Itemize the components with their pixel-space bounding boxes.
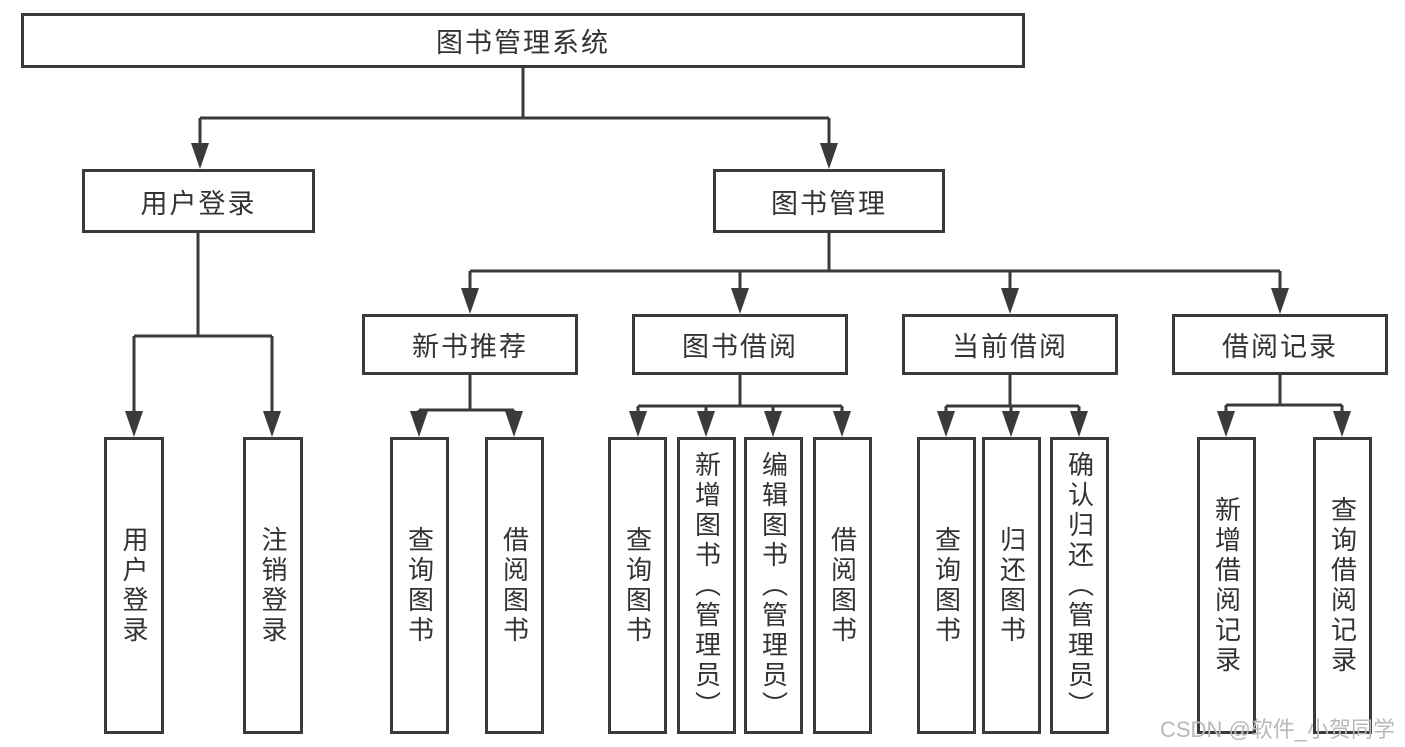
leaf-borrowing-edit-book-admin: 编辑图书（管理员）	[744, 437, 803, 734]
node-new-book-recommend-label: 新书推荐	[412, 332, 528, 362]
node-current-borrowing: 当前借阅	[902, 314, 1118, 375]
node-root-system-label: 图书管理系统	[436, 28, 610, 58]
leaf-records-add-record-label: 新增借阅记录	[1211, 495, 1242, 676]
node-borrowing-records-label: 借阅记录	[1222, 332, 1338, 362]
node-book-management-label: 图书管理	[771, 188, 887, 219]
leaf-borrowing-edit-book-admin-label: 编辑图书（管理员）	[758, 450, 789, 721]
node-user-login: 用户登录	[82, 169, 315, 233]
node-root-system: 图书管理系统	[21, 13, 1025, 68]
node-user-login-label: 用户登录	[140, 188, 257, 219]
leaf-user-login-label: 用户登录	[119, 525, 149, 646]
csdn-watermark: CSDN @软件_小贺同学	[1160, 717, 1396, 742]
leaf-borrowing-query-book: 查询图书	[608, 437, 667, 734]
leaf-borrowing-add-book-admin: 新增图书（管理员）	[677, 437, 736, 734]
leaf-current-query-book-label: 查询图书	[931, 525, 962, 646]
node-current-borrowing-label: 当前借阅	[952, 332, 1068, 362]
leaf-borrowing-borrow-book: 借阅图书	[813, 437, 872, 734]
leaf-recommend-borrow-book-label: 借阅图书	[499, 525, 530, 646]
leaf-logout-label: 注销登录	[258, 525, 288, 646]
node-book-borrowing-label: 图书借阅	[682, 332, 798, 362]
leaf-current-confirm-return-admin-label: 确认归还（管理员）	[1064, 450, 1095, 721]
leaf-current-query-book: 查询图书	[917, 437, 976, 734]
node-book-management: 图书管理	[713, 169, 945, 233]
leaf-logout: 注销登录	[243, 437, 303, 734]
leaf-borrowing-add-book-admin-label: 新增图书（管理员）	[691, 450, 722, 721]
leaf-records-query-record-label: 查询借阅记录	[1327, 495, 1358, 676]
node-book-borrowing: 图书借阅	[632, 314, 848, 375]
leaf-current-return-book-label: 归还图书	[996, 525, 1027, 646]
leaf-recommend-query-book-label: 查询图书	[404, 525, 435, 646]
leaf-current-confirm-return-admin: 确认归还（管理员）	[1050, 437, 1109, 734]
leaf-current-return-book: 归还图书	[982, 437, 1041, 734]
node-new-book-recommend: 新书推荐	[362, 314, 578, 375]
leaf-records-query-record: 查询借阅记录	[1313, 437, 1372, 734]
leaf-recommend-query-book: 查询图书	[390, 437, 449, 734]
leaf-borrowing-borrow-book-label: 借阅图书	[827, 525, 858, 646]
node-borrowing-records: 借阅记录	[1172, 314, 1388, 375]
leaf-borrowing-query-book-label: 查询图书	[622, 525, 653, 646]
leaf-user-login: 用户登录	[104, 437, 164, 734]
leaf-recommend-borrow-book: 借阅图书	[485, 437, 544, 734]
leaf-records-add-record: 新增借阅记录	[1197, 437, 1256, 734]
